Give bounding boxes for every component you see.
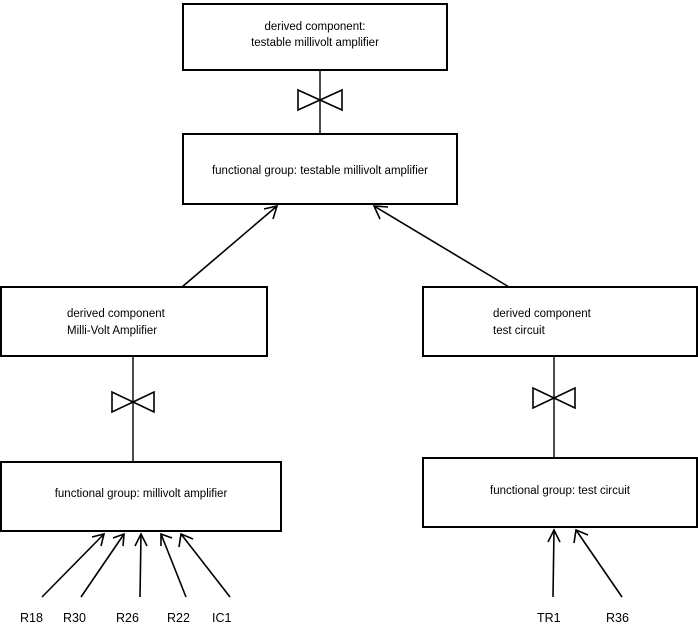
arrow-leaf-r22 [160, 532, 187, 598]
node-right-derived-component-line1: derived component [493, 308, 592, 320]
arrow-leaf-tr1 [547, 528, 561, 598]
node-top-derived-component[interactable]: derived component: testable millivolt am… [182, 3, 448, 71]
leaf-label-r18: R18 [20, 611, 43, 625]
node-right-derived-component-box[interactable] [422, 286, 698, 357]
node-top-derived-component-box[interactable] [182, 3, 448, 71]
node-top-derived-component-line1: derived component: [264, 21, 365, 33]
arrow-left-derived-to-top-functional [181, 204, 279, 288]
node-left-functional-group-line1: functional group: millivolt amplifier [55, 488, 228, 500]
node-right-derived-component-line2: test circuit [493, 325, 546, 337]
arrow-leaf-r36 [573, 528, 623, 598]
arrow-leaf-r30 [80, 532, 125, 598]
leaf-label-r22: R22 [167, 611, 190, 625]
arrow-leaf-ic1 [178, 532, 231, 598]
node-right-functional-group-line1: functional group: test circuit [490, 485, 631, 497]
leaf-label-r26: R26 [116, 611, 139, 625]
node-top-derived-component-line2: testable millivolt amplifier [251, 37, 379, 49]
bowtie-connector-icon-right [532, 386, 576, 410]
leaf-label-tr1: TR1 [537, 611, 561, 625]
node-left-functional-group-box[interactable] [0, 461, 282, 532]
node-right-functional-group-box[interactable] [422, 457, 698, 528]
node-left-functional-group[interactable]: functional group: millivolt amplifier [0, 461, 282, 532]
node-right-derived-component[interactable]: derived component test circuit [422, 286, 698, 357]
node-left-derived-component-box[interactable] [0, 286, 268, 357]
node-right-functional-group[interactable]: functional group: test circuit [422, 457, 698, 528]
node-left-derived-component[interactable]: derived component Milli-Volt Amplifier [0, 286, 268, 357]
node-left-derived-component-line1: derived component [67, 308, 166, 320]
node-top-functional-group[interactable]: functional group: testable millivolt amp… [182, 133, 458, 205]
bowtie-connector-icon-left [111, 390, 155, 414]
arrow-leaf-r18 [41, 532, 106, 598]
leaf-label-ic1: IC1 [212, 611, 232, 625]
bowtie-connector-icon-top [297, 88, 343, 112]
leaf-label-r30: R30 [63, 611, 86, 625]
node-left-derived-component-line2: Milli-Volt Amplifier [67, 325, 157, 337]
arrow-leaf-r26 [134, 532, 148, 598]
leaf-label-r36: R36 [606, 611, 629, 625]
arrow-right-derived-to-top-functional [372, 205, 510, 288]
node-top-functional-group-line1: functional group: testable millivolt amp… [212, 165, 428, 177]
node-top-functional-group-box[interactable] [182, 133, 458, 205]
